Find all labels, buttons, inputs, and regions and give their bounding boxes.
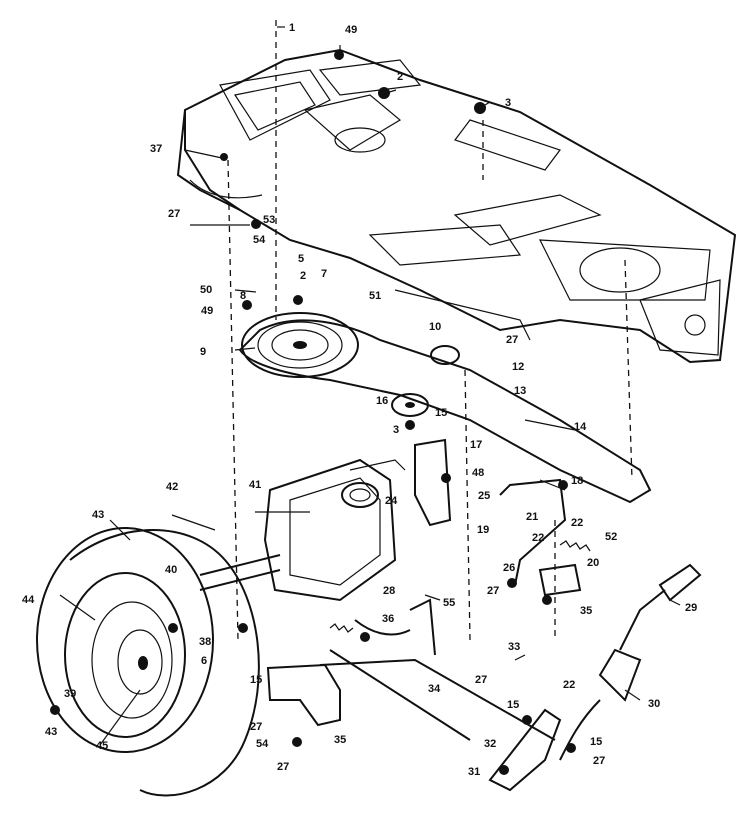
part-label-45: 45 xyxy=(96,740,108,752)
part-label-42: 42 xyxy=(166,481,178,493)
part-label-51: 51 xyxy=(369,290,381,302)
part-label-39: 39 xyxy=(64,688,76,700)
part-label-22: 22 xyxy=(563,679,575,691)
part-label-5: 5 xyxy=(298,253,304,265)
engine-pulley xyxy=(241,312,359,378)
idler-pulleys xyxy=(391,345,460,417)
part-label-36: 36 xyxy=(382,613,394,625)
chassis-frame xyxy=(176,48,737,364)
part-label-55: 55 xyxy=(443,597,455,609)
part-label-35: 35 xyxy=(334,734,346,746)
part-label-27: 27 xyxy=(168,208,180,220)
part-label-35: 35 xyxy=(580,605,592,617)
part-label-29: 29 xyxy=(685,602,697,614)
part-label-19: 19 xyxy=(477,524,489,536)
part-label-44: 44 xyxy=(22,594,35,606)
part-label-10: 10 xyxy=(429,321,441,333)
part-label-27: 27 xyxy=(487,585,499,597)
hardware-fasteners xyxy=(50,50,576,775)
part-label-27: 27 xyxy=(277,761,289,773)
part-label-24: 24 xyxy=(385,495,398,507)
traction-belt xyxy=(238,319,652,504)
part-label-20: 20 xyxy=(587,557,599,569)
part-label-21: 21 xyxy=(526,511,538,523)
part-label-14: 14 xyxy=(574,421,587,433)
part-label-49: 49 xyxy=(345,24,357,36)
part-label-30: 30 xyxy=(648,698,660,710)
leader-lines xyxy=(59,26,681,746)
part-label-15: 15 xyxy=(590,736,602,748)
part-label-54: 54 xyxy=(256,738,269,750)
part-label-15: 15 xyxy=(250,674,262,686)
part-label-50: 50 xyxy=(200,284,212,296)
part-label-52: 52 xyxy=(605,531,617,543)
part-label-18: 18 xyxy=(571,475,583,487)
part-label-48: 48 xyxy=(472,467,484,479)
part-label-49: 49 xyxy=(201,305,213,317)
part-label-34: 34 xyxy=(428,683,441,695)
part-label-8: 8 xyxy=(240,290,246,302)
bracket-and-mount xyxy=(266,438,582,792)
part-label-16: 16 xyxy=(376,395,388,407)
part-label-2: 2 xyxy=(300,270,306,282)
part-label-9: 9 xyxy=(200,346,206,358)
part-label-22: 22 xyxy=(532,532,544,544)
part-label-41: 41 xyxy=(249,479,261,491)
part-label-38: 38 xyxy=(199,636,211,648)
part-label-43: 43 xyxy=(45,726,57,738)
part-label-43: 43 xyxy=(92,509,104,521)
transaxle xyxy=(199,458,411,636)
part-label-1: 1 xyxy=(289,22,295,34)
part-label-31: 31 xyxy=(468,766,480,778)
part-label-37: 37 xyxy=(150,143,162,155)
part-label-15: 15 xyxy=(435,407,447,419)
assembly-guide-lines xyxy=(227,20,633,641)
part-label-2: 2 xyxy=(397,71,403,83)
linkage-rods xyxy=(171,478,567,741)
part-label-32: 32 xyxy=(484,738,496,750)
part-label-12: 12 xyxy=(512,361,524,373)
part-label-22: 22 xyxy=(571,517,583,529)
rear-wheel xyxy=(36,527,260,797)
part-label-33: 33 xyxy=(508,641,520,653)
shift-lever xyxy=(559,563,702,761)
part-label-15: 15 xyxy=(507,699,519,711)
part-label-3: 3 xyxy=(393,424,399,436)
part-label-40: 40 xyxy=(165,564,177,576)
part-label-25: 25 xyxy=(478,490,490,502)
part-label-17: 17 xyxy=(470,439,482,451)
part-label-7: 7 xyxy=(321,268,327,280)
part-label-26: 26 xyxy=(503,562,515,574)
part-label-54: 54 xyxy=(253,234,266,246)
part-label-27: 27 xyxy=(475,674,487,686)
part-label-3: 3 xyxy=(505,97,511,109)
part-label-27: 27 xyxy=(250,721,262,733)
springs xyxy=(329,540,591,633)
part-label-27: 27 xyxy=(506,334,518,346)
part-label-13: 13 xyxy=(514,385,526,397)
part-label-27: 27 xyxy=(593,755,605,767)
part-label-53: 53 xyxy=(263,214,275,226)
part-label-6: 6 xyxy=(201,655,207,667)
part-label-28: 28 xyxy=(383,585,395,597)
